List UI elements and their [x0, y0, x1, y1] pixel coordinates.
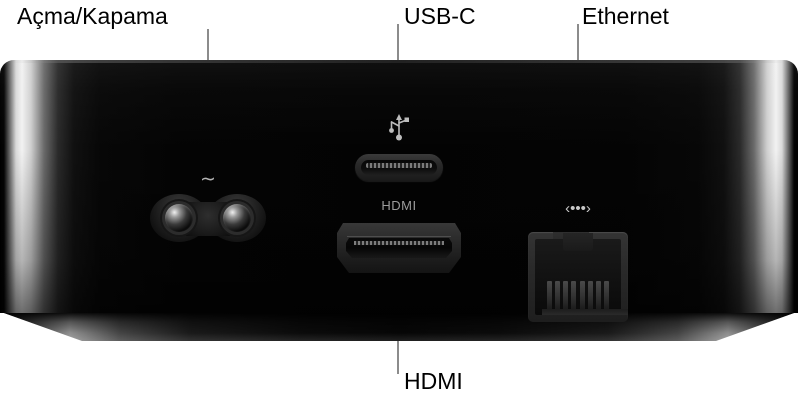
- ethernet-notch: [563, 233, 593, 251]
- ethernet-pin: [547, 281, 552, 309]
- apple-tv-device: ∼: [0, 60, 798, 341]
- callout-label-usbc: USB-C: [404, 3, 476, 29]
- callout-label-power: Açma/Kapama: [17, 3, 168, 29]
- hdmi-port: [337, 223, 461, 275]
- usb-c-contact-tongue: [366, 163, 432, 168]
- ethernet-jack-shell: [528, 232, 628, 322]
- hdmi-printed-label: HDMI: [381, 198, 417, 213]
- usb-trident-icon: [386, 112, 412, 142]
- tilde-ac-icon: ∼: [200, 169, 216, 190]
- ethernet-arrows-icon: ‹•••›: [565, 200, 591, 217]
- usb-c-jack-shell: [355, 154, 443, 181]
- ethernet-pin: [555, 281, 561, 309]
- power-port: ∼: [148, 170, 268, 242]
- hdmi-rim-highlight: [347, 236, 451, 237]
- power-contact-right: [223, 204, 251, 232]
- ethernet-pin: [587, 281, 593, 309]
- ethernet-pin: [563, 281, 569, 309]
- ethernet-cavity: [535, 233, 628, 315]
- power-contact-left: [165, 204, 193, 232]
- ethernet-pin: [571, 281, 577, 309]
- usb-c-cavity: [361, 160, 437, 175]
- ethernet-pin: [579, 281, 585, 309]
- usb-c-port: HDMI: [344, 112, 454, 222]
- hdmi-cavity: [346, 238, 452, 258]
- power-connector-shell: [150, 194, 266, 242]
- ethernet-contact-pins: [547, 281, 609, 309]
- ethernet-cavity-floor: [542, 309, 628, 315]
- callout-label-hdmi: HDMI: [404, 368, 463, 394]
- ethernet-pin: [603, 281, 609, 309]
- power-lobe-bridge: [186, 202, 230, 236]
- ethernet-port: ‹•••›: [524, 200, 632, 324]
- callout-label-ethernet: Ethernet: [582, 3, 669, 29]
- hdmi-contact-pins: [354, 241, 444, 245]
- device-base: [4, 313, 794, 341]
- ethernet-pin: [595, 281, 601, 309]
